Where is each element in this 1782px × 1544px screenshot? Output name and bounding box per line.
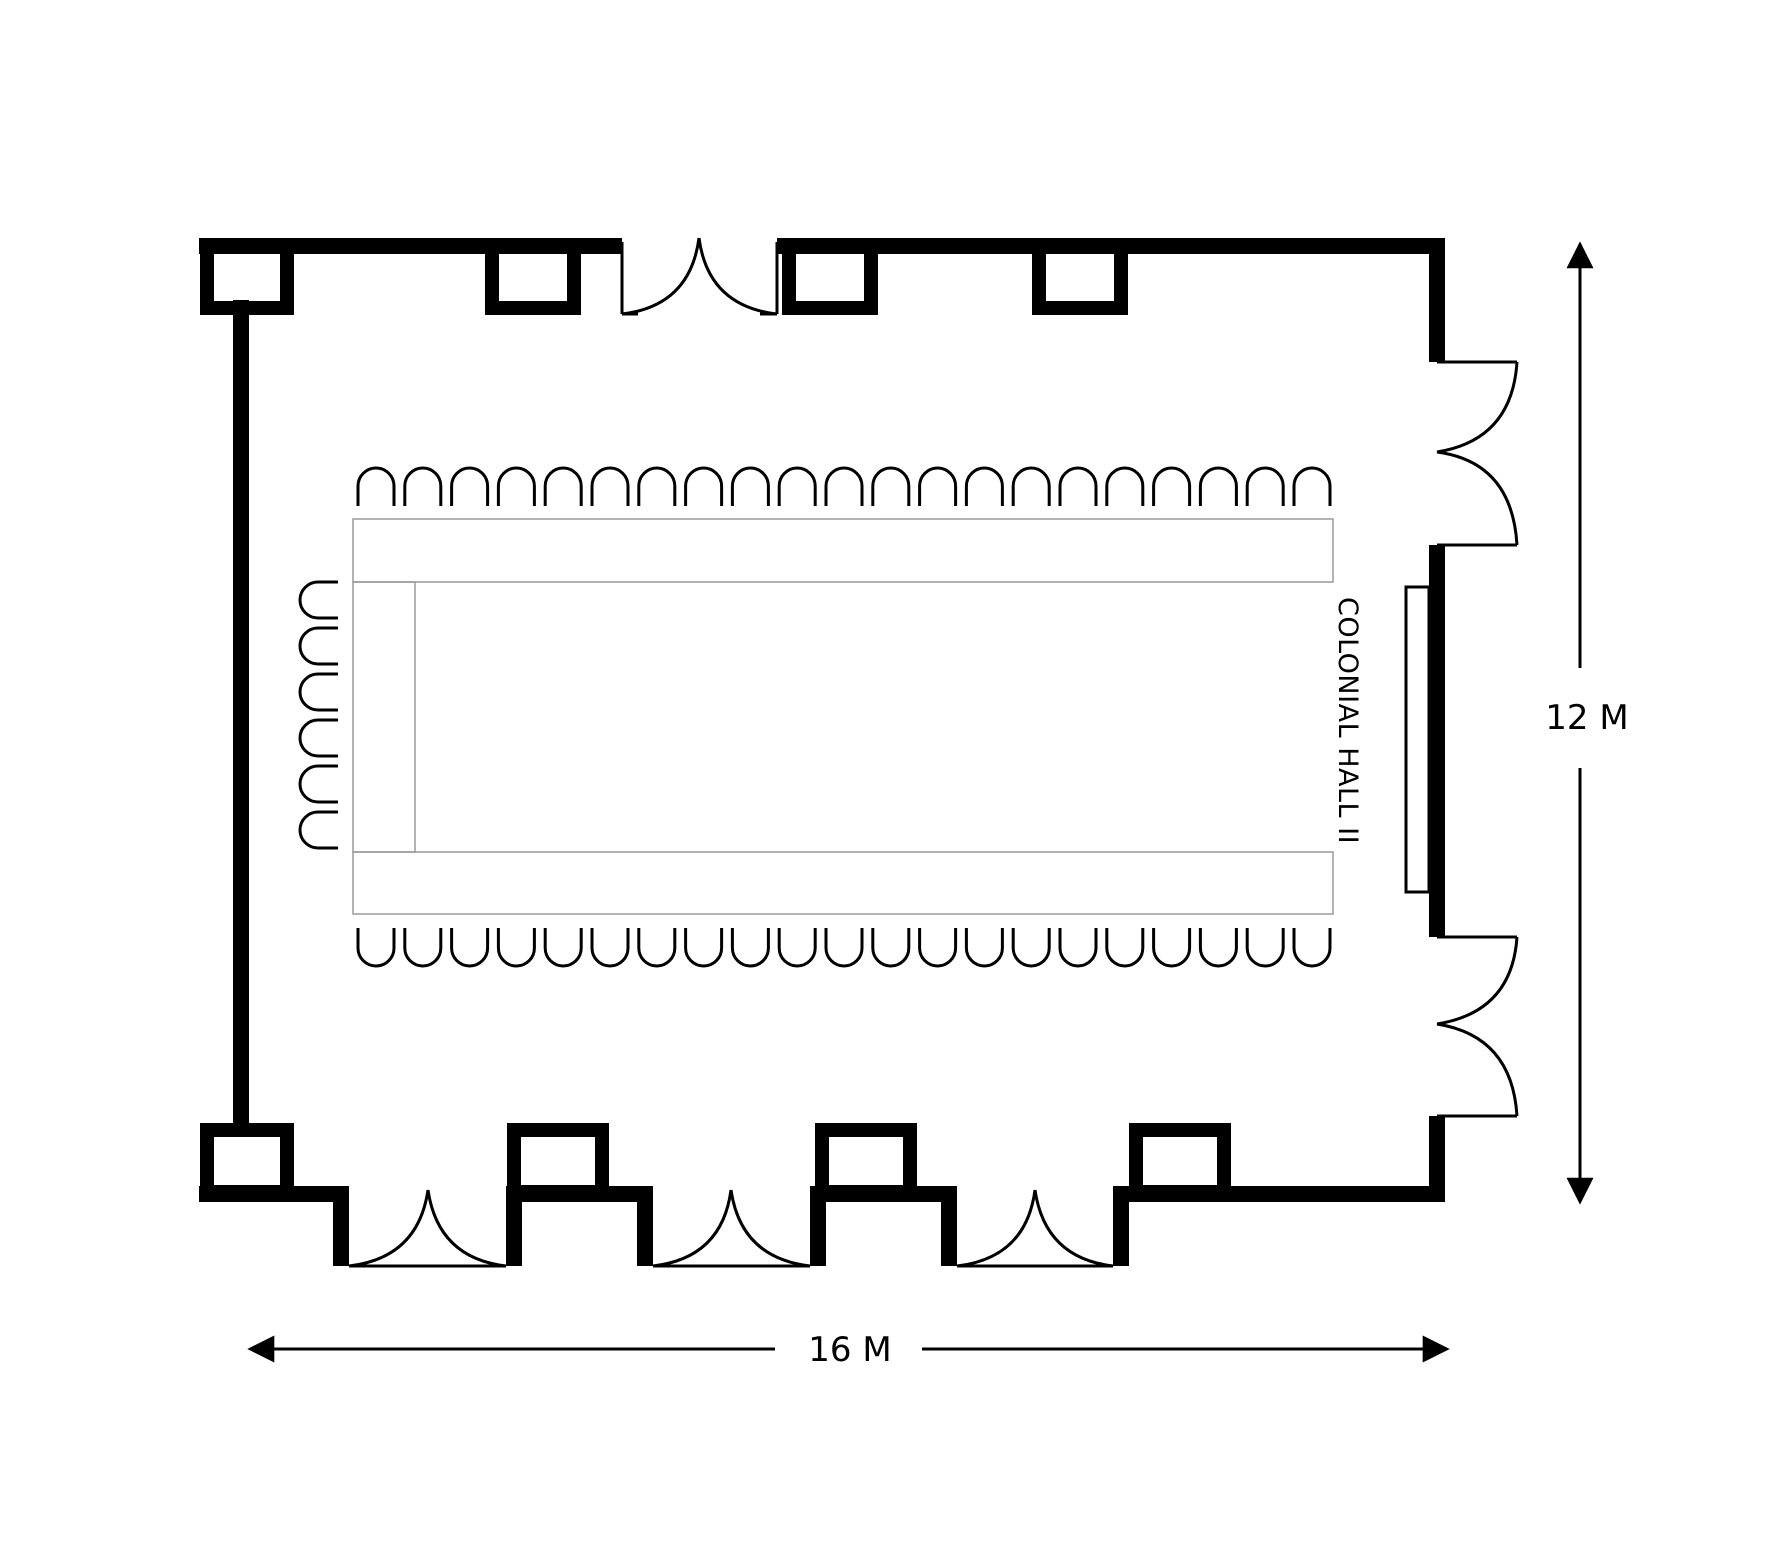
chair-top — [918, 466, 958, 506]
chair-bottom — [777, 928, 817, 968]
right-wall-lower — [1429, 1116, 1445, 1202]
chair-top — [964, 466, 1004, 506]
chair-top — [1058, 466, 1098, 506]
chair-top — [637, 466, 677, 506]
chair-bottom — [684, 928, 724, 968]
chair-top — [403, 466, 443, 506]
chair-left — [298, 810, 338, 850]
chair-top — [871, 466, 911, 506]
chair-bottom — [1058, 928, 1098, 968]
chair-bottom — [1011, 928, 1051, 968]
right-wall-middle — [1429, 545, 1445, 937]
door-top — [620, 237, 779, 316]
stage-podium — [1404, 585, 1431, 894]
chair-top — [543, 466, 583, 506]
door-right-upper — [1436, 360, 1519, 547]
chair-top — [356, 466, 396, 506]
pillar-bottom-2 — [507, 1123, 609, 1199]
chair-bottom — [356, 928, 396, 968]
chair-bottom — [1198, 928, 1238, 968]
doors — [348, 237, 1519, 1268]
chair-top — [1011, 466, 1051, 506]
chair-bottom — [637, 928, 677, 968]
pillar-top-left — [200, 239, 294, 315]
pillar-top-4 — [1032, 239, 1128, 315]
chair-top — [777, 466, 817, 506]
chair-top — [1152, 466, 1192, 506]
table-top — [352, 518, 1334, 583]
chair-top — [1292, 466, 1332, 506]
table-left — [352, 581, 416, 853]
chair-bottom — [918, 928, 958, 968]
chair-bottom — [403, 928, 443, 968]
chair-bottom — [543, 928, 583, 968]
table-bottom — [352, 851, 1334, 915]
chairs-left-column — [298, 580, 338, 850]
chair-bottom — [964, 928, 1004, 968]
chair-top — [590, 466, 630, 506]
chair-bottom — [590, 928, 630, 968]
chair-bottom — [450, 928, 490, 968]
pillar-top-3 — [782, 239, 878, 315]
chair-bottom — [1292, 928, 1332, 968]
door-bottom-3 — [956, 1189, 1114, 1268]
pillar-bottom-3 — [815, 1123, 917, 1199]
door-bottom-2 — [652, 1189, 811, 1268]
width-label: 16 M — [808, 1330, 891, 1370]
pillar-bottom-4 — [1129, 1123, 1231, 1199]
chairs-bottom-row — [356, 928, 1332, 968]
height-label: 12 M — [1545, 698, 1628, 738]
left-wall — [233, 300, 249, 1124]
chair-left — [298, 580, 338, 620]
door-right-lower — [1436, 935, 1519, 1118]
chair-bottom — [1245, 928, 1285, 968]
room-label: COLONIAL HALL II — [1332, 597, 1363, 844]
chair-top — [824, 466, 864, 506]
chair-left — [298, 718, 338, 758]
pillars — [200, 239, 1231, 1199]
chair-top — [1198, 466, 1238, 506]
chair-top — [1245, 466, 1285, 506]
chairs-top-row — [356, 466, 1332, 506]
door-bottom-1 — [348, 1189, 507, 1268]
chair-top — [684, 466, 724, 506]
chair-top — [1105, 466, 1145, 506]
chair-bottom — [1152, 928, 1192, 968]
u-shape-tables — [352, 518, 1334, 915]
chair-top — [730, 466, 770, 506]
chair-left — [298, 764, 338, 804]
pillar-bottom-left — [200, 1123, 294, 1199]
chair-top — [496, 466, 536, 506]
chair-top — [450, 466, 490, 506]
chair-left — [298, 672, 338, 712]
chair-bottom — [871, 928, 911, 968]
walls — [199, 238, 1445, 1266]
chair-bottom — [1105, 928, 1145, 968]
chair-bottom — [496, 928, 536, 968]
chair-bottom — [824, 928, 864, 968]
chair-left — [298, 626, 338, 666]
pillar-top-2 — [485, 239, 581, 315]
right-wall-upper — [1429, 238, 1445, 362]
chair-bottom — [730, 928, 770, 968]
